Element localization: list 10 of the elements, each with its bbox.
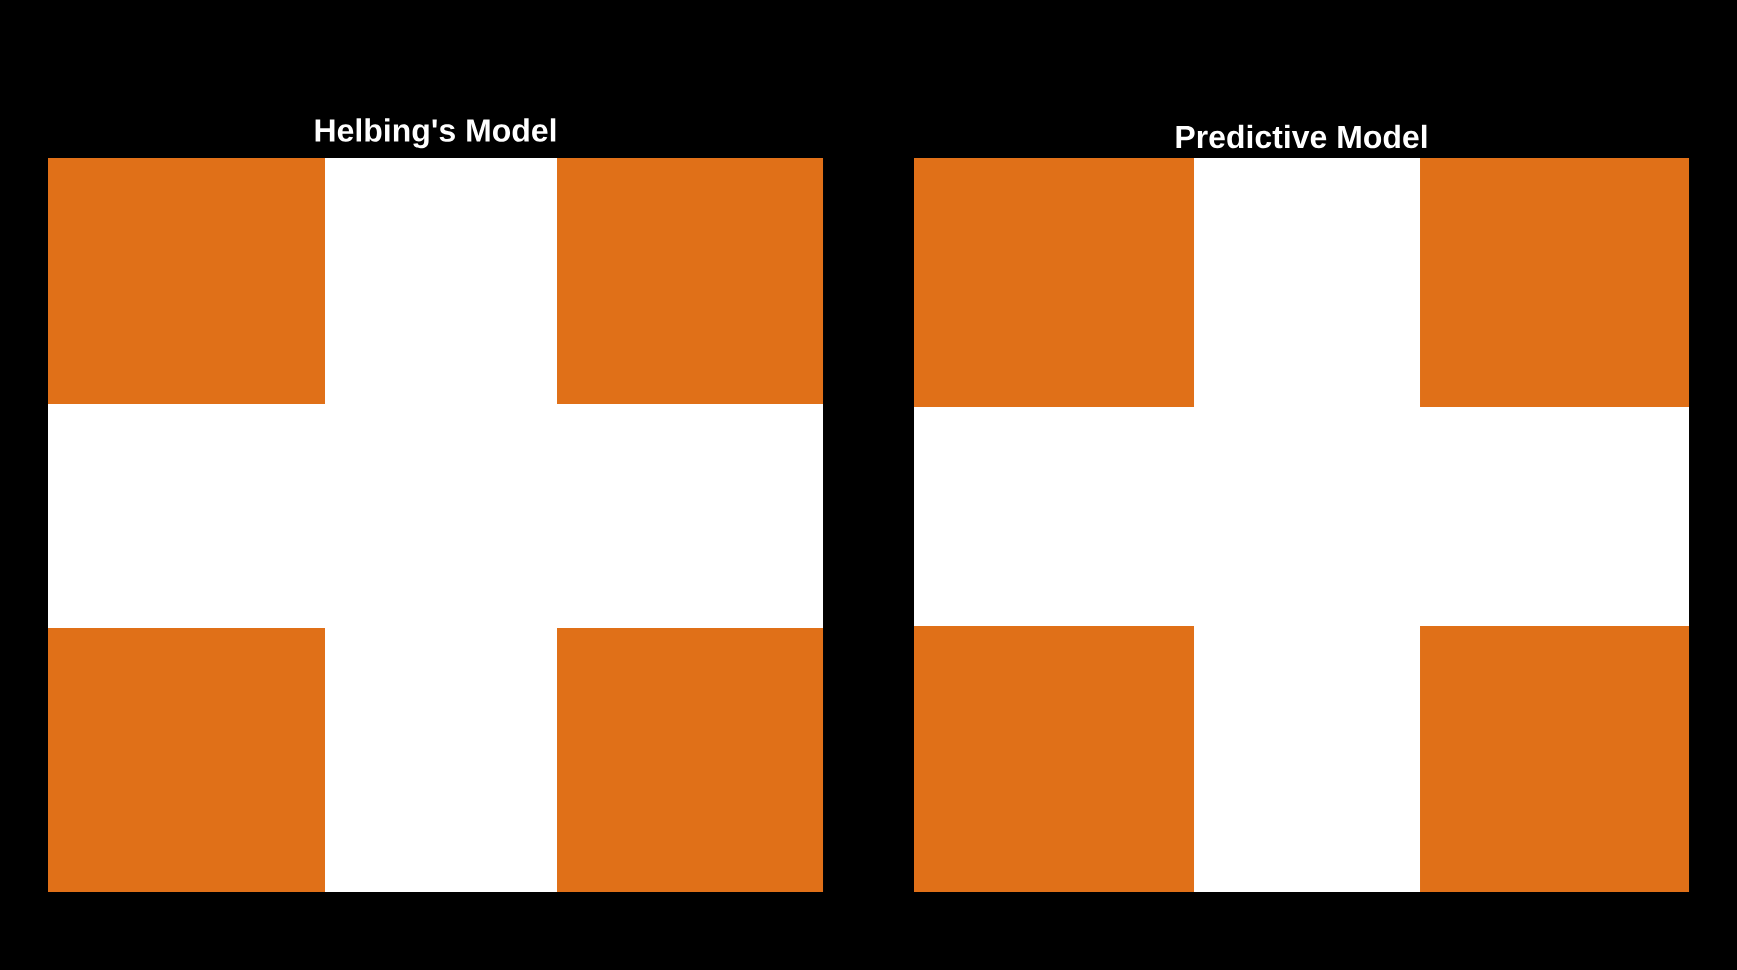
square-block [914, 158, 1194, 407]
square-block [557, 158, 823, 404]
node-label: Predictive Model [1176, 124, 1427, 149]
node-label: Helbing's Model [315, 118, 556, 149]
square-block [1420, 626, 1689, 892]
square-block [914, 626, 1194, 892]
square-block [557, 628, 823, 892]
square-block [48, 158, 325, 404]
square-block [1420, 158, 1689, 407]
square-block [48, 628, 325, 892]
